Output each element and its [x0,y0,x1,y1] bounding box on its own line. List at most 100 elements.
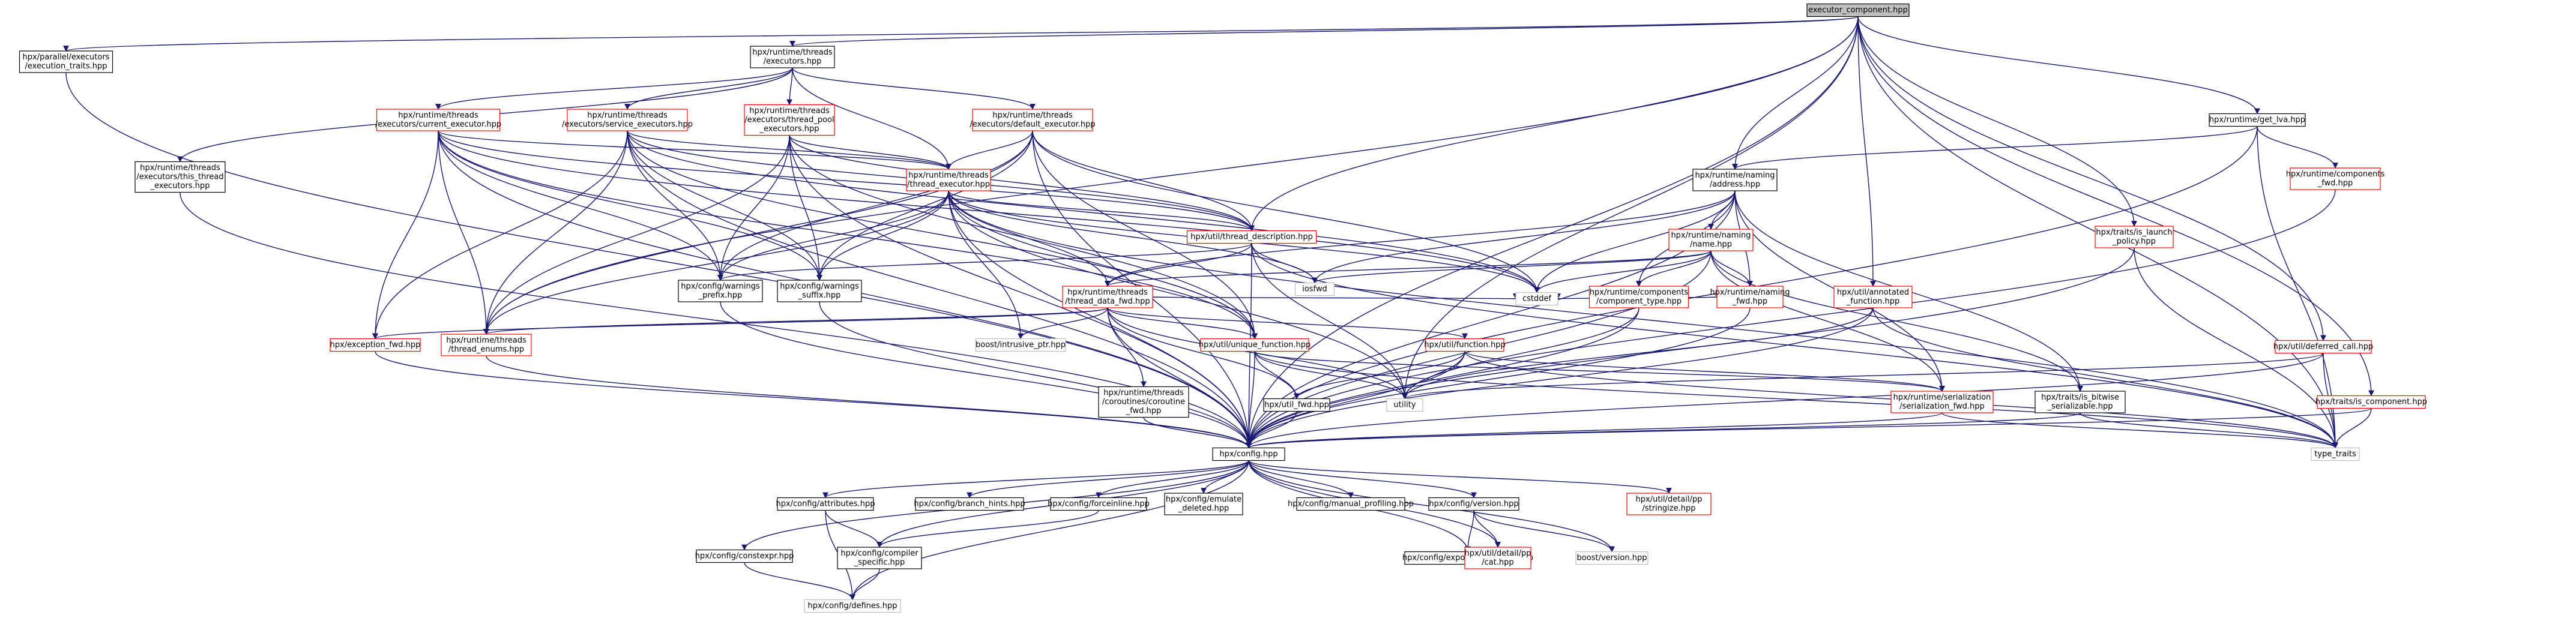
node-label-line: hpx/util/function.hpp [1424,341,1505,350]
node-label-line: hpx/util/detail/pp [1636,495,1703,504]
edge-thread_data_fwd-to-util_function [1107,307,1468,340]
edge-component_type-to-config [1246,307,1639,449]
node-naming-name[interactable]: hpx/runtime/naming/name.hpp [1668,229,1754,251]
node-util-fwd[interactable]: hpx/util_fwd.hpp [1263,398,1330,412]
node-root[interactable]: executor_component.hpp [1806,3,1910,17]
node-current-exec[interactable]: hpx/runtime/threads/executors/current_ex… [375,109,501,131]
node-forceinline[interactable]: hpx/config/forceinline.hpp [1048,497,1150,511]
node-label-line: _executors.hpp [150,182,210,191]
node-label-line: boost/version.hpp [1577,554,1647,563]
node-label-line: _policy.hpp [2112,237,2156,246]
node-this-thread-exec[interactable]: hpx/runtime/threads/executors/this_threa… [134,161,226,193]
node-stringize[interactable]: hpx/util/detail/pp/stringize.hpp [1626,493,1712,515]
node-label-line: /executors/thread_pool [744,116,834,125]
node-annotated-function[interactable]: hpx/util/annotated_function.hpp [1833,286,1913,308]
node-label-line: hpx/config/defines.hpp [807,602,897,611]
edge-version-to-cat [1473,510,1501,548]
node-thread-description[interactable]: hpx/util/thread_description.hpp [1186,230,1317,244]
node-warnings-prefix[interactable]: hpx/config/warnings_prefix.hpp [678,280,763,302]
edge-thread_executor-to-unique_function [948,190,1258,340]
node-label-line: hpx/config/emulate [1166,495,1241,504]
node-components-fwd[interactable]: hpx/runtime/components_fwd.hpp [2286,167,2385,190]
node-serialization-fwd[interactable]: hpx/runtime/serialization/serialization_… [1890,391,1994,413]
node-label-line: hpx/config/warnings [780,282,859,291]
node-thread-data-fwd[interactable]: hpx/runtime/threads/thread_data_fwd.hpp [1062,286,1153,308]
node-box [1212,447,1285,461]
edge-naming_name-to-thread_data_fwd [1105,250,1712,287]
edge-config-to-forceinline [1096,460,1249,499]
node-deferred-call[interactable]: hpx/util/deferred_call.hpp [2273,340,2373,354]
edge-annotated_function-to-config [1246,307,1874,449]
node-label-line: hpx/runtime/threads [140,164,220,173]
edge-serialization_fwd-to-config [1246,412,1943,449]
edge-address-to-iosfwd [1312,190,1736,284]
node-util-function[interactable]: hpx/util/function.hpp [1424,338,1506,352]
node-is-launch-policy[interactable]: hpx/traits/is_launch_policy.hpp [2095,226,2174,248]
edge-unique_function-to-serialization_fwd [1254,350,1945,392]
node-thread-executor[interactable]: hpx/runtime/threads/thread_executor.hpp [906,169,991,191]
node-label-line: hpx/runtime/components [1590,288,1689,297]
node-box [330,338,421,352]
node-label-line: hpx/config/forceinline.hpp [1048,500,1150,509]
node-box [567,109,688,131]
header-nodes: executor_component.hpp hpx/parallel/execu… [19,3,2427,613]
edge-warnings_suffix-to-config [819,301,1252,449]
node-default-exec[interactable]: hpx/runtime/threads/executors/default_ex… [970,109,1096,131]
node-box [376,109,501,131]
edge-pool_exec-to-warnings_prefix [717,135,790,281]
node-service-exec[interactable]: hpx/runtime/threads/executors/service_ex… [562,109,693,131]
node-thread-enums[interactable]: hpx/runtime/threads/thread_enums.hpp [441,334,532,356]
node-exception-fwd[interactable]: hpx/exception_fwd.hpp [330,338,421,352]
node-get-lva[interactable]: hpx/runtime/get_lva.hpp [2209,113,2306,127]
node-label-line: /thread_data_fwd.hpp [1065,297,1150,306]
edge-executors-to-pool_exec [786,67,793,106]
node-executors[interactable]: hpx/runtime/threads/executors.hpp [750,46,835,68]
node-label-line: hpx/traits/is_bitwise [2041,393,2119,402]
node-label-line: /executors/default_executor.hpp [970,120,1095,129]
edge-is_launch_policy-to-type_traits [2134,247,2338,449]
edge-naming_name-to-serialization_fwd [1710,250,1945,392]
edge-address-to-cstddef [1534,190,1736,293]
node-box [1515,292,1558,306]
node-label-line: _deleted.hpp [1178,504,1229,513]
edge-thread_executor-to-thread_enums [483,190,949,335]
edge-naming_name-to-naming_fwd [1710,250,1753,287]
node-box [1833,286,1913,308]
node-label-line: hpx/runtime/naming [1695,171,1775,180]
node-is-bitwise[interactable]: hpx/traits/is_bitwise_serializable.hpp [2035,391,2126,413]
node-version[interactable]: hpx/config/version.hpp [1428,497,1519,511]
node-compiler-specific[interactable]: hpx/config/compiler_specific.hpp [837,547,922,569]
edge-get_lva-to-components_fwd [2257,126,2338,169]
edge-root-to-annotated_function [1857,16,1876,287]
edge-unique_function-to-config [1246,351,1255,449]
node-box [1464,547,1531,569]
node-address[interactable]: hpx/runtime/naming/address.hpp [1692,169,1778,191]
node-box [1386,398,1423,412]
node-box [1575,551,1648,565]
node-coroutine-fwd[interactable]: hpx/runtime/threads/coroutines/coroutine… [1098,386,1189,418]
node-exec-traits[interactable]: hpx/parallel/executors/execution_traits.… [19,50,113,73]
node-emulate-deleted[interactable]: hpx/config/emulate_deleted.hpp [1164,493,1243,515]
node-label-line: /serialization_fwd.hpp [1899,402,1985,411]
node-component-type[interactable]: hpx/runtime/components/component_type.hp… [1588,286,1689,308]
node-unique-function[interactable]: hpx/util/unique_function.hpp [1199,338,1311,352]
node-cat[interactable]: hpx/util/detail/pp/cat.hpp [1464,547,1531,569]
node-label-line: hpx/config/attributes.hpp [776,500,875,509]
node-box [2290,167,2381,190]
node-box [1428,497,1519,511]
node-attributes[interactable]: hpx/config/attributes.hpp [776,497,875,511]
node-label-line: /cat.hpp [1482,558,1513,567]
node-manual-profiling[interactable]: hpx/config/manual_profiling.hpp [1288,497,1414,511]
node-constexpr[interactable]: hpx/config/constexpr.hpp [695,549,794,563]
node-label-line: hpx/runtime/naming [1710,288,1790,297]
node-config[interactable]: hpx/config.hpp [1212,447,1285,461]
node-label-line: hpx/config/compiler [840,549,918,558]
node-naming-fwd[interactable]: hpx/runtime/naming_fwd.hpp [1710,286,1790,308]
node-branch-hints[interactable]: hpx/config/branch_hints.hpp [914,497,1025,511]
node-label-line: utility [1394,401,1416,410]
node-pool-exec[interactable]: hpx/runtime/threads/executors/thread_poo… [744,104,835,136]
node-box [777,497,874,511]
node-warnings-suffix[interactable]: hpx/config/warnings_suffix.hpp [777,280,862,302]
node-is-component[interactable]: hpx/traits/is_component.hpp [2315,395,2427,409]
